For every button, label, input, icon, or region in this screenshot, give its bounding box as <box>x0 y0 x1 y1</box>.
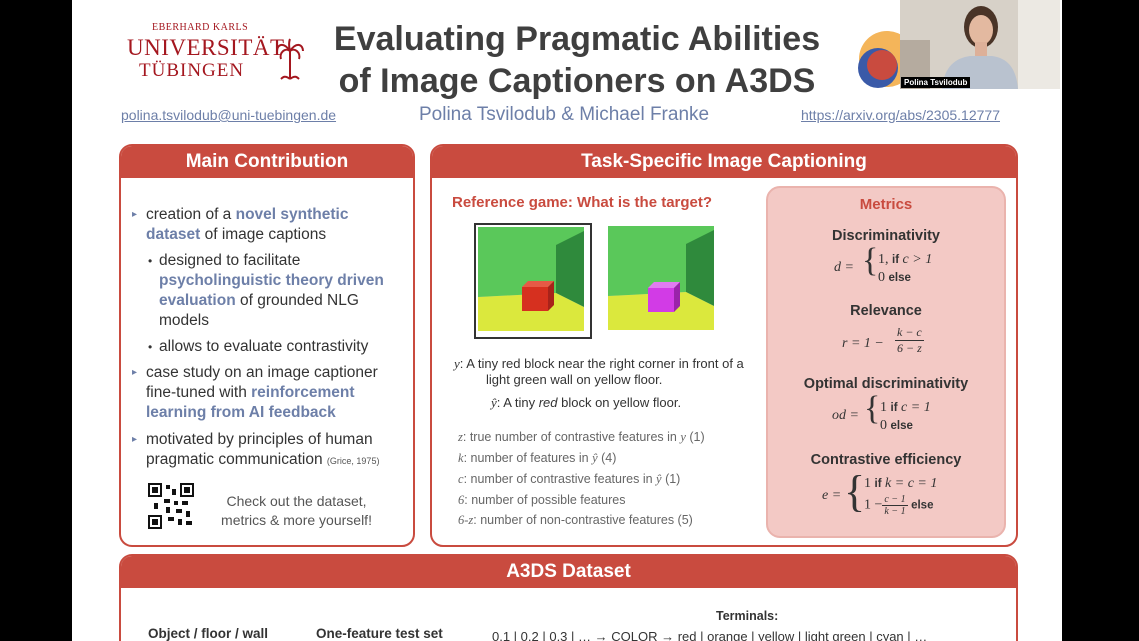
title-line2: of Image Captioners on A3DS <box>338 62 816 100</box>
formula-optimal-discriminativity: od = { 1 if c = 1 0 else <box>832 390 931 433</box>
logo-line3: TÜBINGEN <box>139 60 245 81</box>
title-line1: Evaluating Pragmatic Abilities <box>333 20 821 58</box>
task-captioning-heading: Task-Specific Image Captioning <box>432 146 1016 178</box>
poster-title: Evaluating Pragmatic Abilities of Image … <box>322 18 832 102</box>
main-contribution-box: Main Contribution ▸ creation of a novel … <box>119 144 415 547</box>
main-contribution-heading: Main Contribution <box>121 146 413 178</box>
target-image[interactable] <box>474 223 592 339</box>
contribution-bullet-2: ▸ case study on an image captioner fine-… <box>132 364 378 421</box>
dataset-heading: A3DS Dataset <box>121 556 1016 588</box>
logo-line2: UNIVERSITÄT <box>127 35 285 60</box>
qr-call-to-action: Check out the dataset, metrics & more yo… <box>221 493 372 528</box>
logo-line1: EBERHARD KARLS <box>152 22 249 33</box>
bullet-marker-icon: ▸ <box>132 209 138 220</box>
target-scene-image <box>478 227 584 331</box>
palm-tree-icon <box>276 38 304 80</box>
metric-relevance-title: Relevance <box>850 303 922 319</box>
author-email-link[interactable]: polina.tsvilodub@uni-tuebingen.de <box>121 107 337 123</box>
terminals-label: Terminals: <box>716 609 779 623</box>
bullet-marker-icon: ▸ <box>132 434 138 445</box>
metric-contrastive-efficiency-title: Contrastive efficiency <box>810 452 962 468</box>
dataset-box: A3DS Dataset Object / floor / wall One-f… <box>119 554 1018 641</box>
presenter-name-label: Polina Tsvilodub <box>901 77 971 88</box>
presenter-video-image <box>900 0 1060 89</box>
presenter-webcam[interactable]: Polina Tsvilodub <box>900 0 1060 89</box>
caption-y: y: A tiny red block near the right corne… <box>454 356 744 387</box>
legend-6-z: 6-z: number of non-contrastive features … <box>458 513 693 527</box>
metric-optimal-discriminativity-title: Optimal discriminativity <box>803 376 969 392</box>
contribution-subbullet-1: • designed to facilitate psycholinguisti… <box>148 252 384 329</box>
formula-discriminativity: d = { 1, if c > 1 0 else <box>834 242 933 285</box>
legend-6: 6: number of possible features <box>458 493 626 507</box>
contribution-bullet-1: ▸ creation of a novel synthetic dataset … <box>132 206 349 243</box>
bullet-dot-icon: • <box>148 340 153 354</box>
reference-game-heading: Reference game: What is the target? <box>452 194 713 211</box>
poster-slide: EBERHARD KARLS UNIVERSITÄT TÜBINGEN Eval… <box>72 0 1062 641</box>
bullet-dot-icon: • <box>148 254 153 268</box>
arxiv-link[interactable]: https://arxiv.org/abs/2305.12777 <box>801 107 1000 123</box>
task-captioning-box: Task-Specific Image Captioning Reference… <box>430 144 1018 547</box>
legend-k: k: number of features in ŷ (4) <box>458 451 617 465</box>
metric-discriminativity-title: Discriminativity <box>832 228 940 244</box>
legend-z: z: true number of contrastive features i… <box>458 430 705 444</box>
distractor-image[interactable] <box>608 226 714 330</box>
distractor-scene-image <box>608 226 714 330</box>
contribution-bullet-3: ▸ motivated by principles of human pragm… <box>132 431 380 468</box>
author-names: Polina Tsvilodub & Michael Franke <box>419 104 710 125</box>
dataset-column-test-set: One-feature test set <box>316 626 443 641</box>
legend-c: c: number of contrastive features in ŷ (… <box>458 472 681 486</box>
metrics-heading: Metrics <box>859 196 913 213</box>
metrics-panel: Metrics Discriminativity d = { 1, if c >… <box>766 186 1006 538</box>
contribution-subbullet-2: • allows to evaluate contrastivity <box>148 338 369 355</box>
terminals-grammar: 0.1 | 0.2 | 0.3 | … → COLOR → red | oran… <box>492 629 928 641</box>
qr-code-icon[interactable] <box>148 483 194 529</box>
bullet-marker-icon: ▸ <box>132 367 138 378</box>
dataset-column-object-floor-wall: Object / floor / wall <box>148 626 269 641</box>
caption-yhat: ŷ: A tiny red block on yellow floor. <box>491 395 682 410</box>
university-logo: EBERHARD KARLS UNIVERSITÄT TÜBINGEN <box>127 22 317 84</box>
